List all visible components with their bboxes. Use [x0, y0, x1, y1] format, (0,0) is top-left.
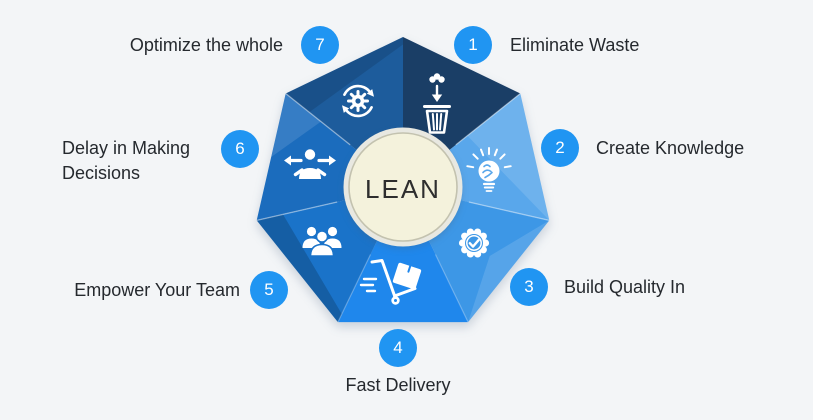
delivery-trolley-icon — [359, 259, 422, 305]
step-6-number-badge: 6 — [221, 130, 259, 168]
step-4-number-badge: 4 — [379, 329, 417, 367]
segment-bevel — [468, 220, 550, 323]
step-2-number-badge: 2 — [541, 129, 579, 167]
step-5-label: Empower Your Team — [74, 280, 240, 300]
center-face — [348, 132, 458, 242]
trash-arrow-icon — [423, 73, 451, 134]
step-5-number-badge: 5 — [250, 271, 288, 309]
step-1-label: Eliminate Waste — [510, 35, 640, 55]
lean-title: LEAN — [365, 174, 441, 204]
step-2-label: Create Knowledge — [596, 138, 745, 158]
team-group-icon — [302, 226, 342, 257]
step-3-number-badge: 3 — [510, 268, 548, 306]
quality-badge-check-icon — [458, 228, 490, 258]
segment-4-fast-delivery — [337, 187, 469, 323]
segment-seams — [256, 92, 550, 323]
segment-bevel — [285, 37, 403, 113]
step-3-label: Build Quality In — [564, 277, 686, 297]
step-1-number-badge: 1 — [454, 26, 492, 64]
step-7-number-badge: 7 — [301, 26, 339, 64]
person-direction-arrows-icon — [284, 149, 336, 179]
step-6-label: Delay in Making Decisions — [62, 138, 191, 183]
segment-bevel — [467, 93, 550, 221]
step-4-label: Fast Delivery — [345, 375, 451, 395]
segment-bevel — [256, 214, 342, 323]
segment-bevel — [271, 93, 321, 157]
step-7-label: Optimize the whole — [129, 35, 283, 55]
gear-refresh-icon — [342, 84, 374, 118]
bulb-brain-icon — [466, 147, 512, 192]
lean-center-circle — [343, 127, 463, 248]
